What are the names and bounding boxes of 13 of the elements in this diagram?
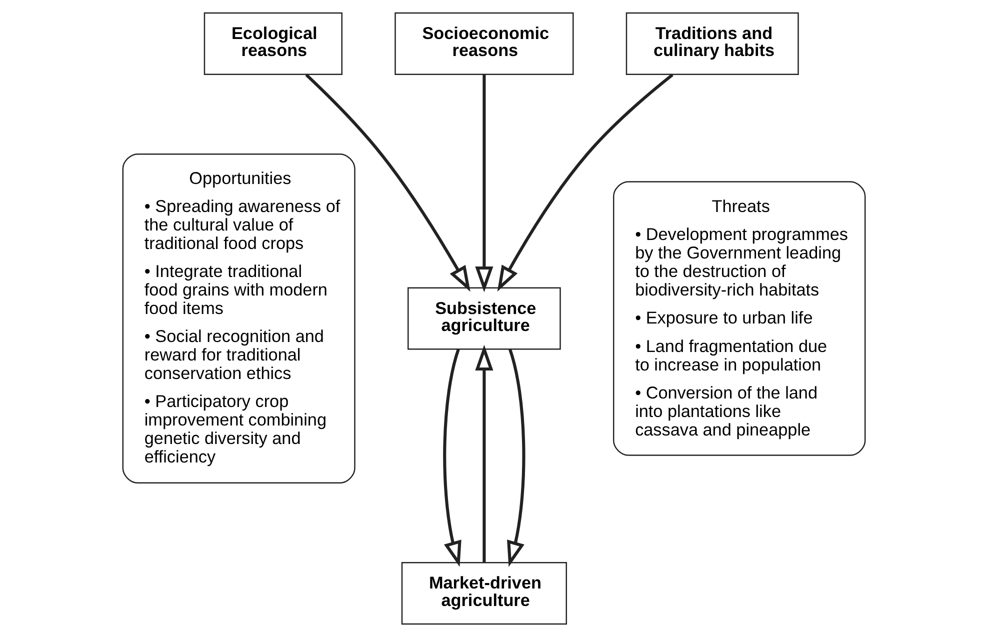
arrow — [442, 348, 461, 567]
node-box: Opportunities • Spreading awareness of the cultural value of traditional food crops • Integrate traditional food grains with modern food items • Social recognition and reward for traditional conservation ethics • Participatory crop improvement combining genetic diversity and efficiency — [122, 154, 355, 484]
node-box: Subsistence agriculture — [407, 287, 560, 350]
node-box: Threats • Development programmes by the Government leading to the destruction of biodiversity-rich habitats • Exposure to urban life • Land fragmentation due to increase in population • Conversion of the land into plantations like cassava and pineapple — [612, 181, 866, 456]
arrow — [474, 74, 493, 292]
node-box: Socioeconomic reasons — [394, 12, 574, 75]
node-box: Market-driven agriculture — [400, 562, 566, 625]
node-box: Traditions and culinary habits — [625, 12, 798, 75]
node-box: Ecological reasons — [203, 12, 342, 75]
arrow — [496, 74, 673, 292]
arrow — [506, 348, 525, 567]
arrow — [304, 74, 470, 292]
arrow — [474, 344, 493, 562]
